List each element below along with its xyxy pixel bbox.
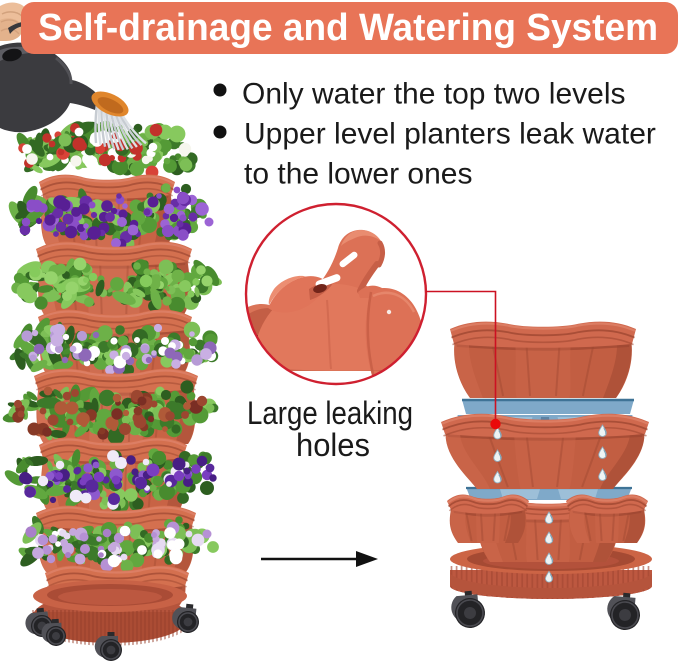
svg-text:holes: holes xyxy=(296,427,370,463)
svg-text:Self-drainage and Watering Sys: Self-drainage and Watering System xyxy=(38,7,658,49)
svg-text:to the lower ones: to the lower ones xyxy=(244,158,472,191)
svg-text:Upper level planters leak wate: Upper level planters leak water xyxy=(244,118,656,151)
svg-text:Only water the top two levels: Only water the top two levels xyxy=(242,78,626,111)
svg-text:Large leaking: Large leaking xyxy=(247,395,413,431)
